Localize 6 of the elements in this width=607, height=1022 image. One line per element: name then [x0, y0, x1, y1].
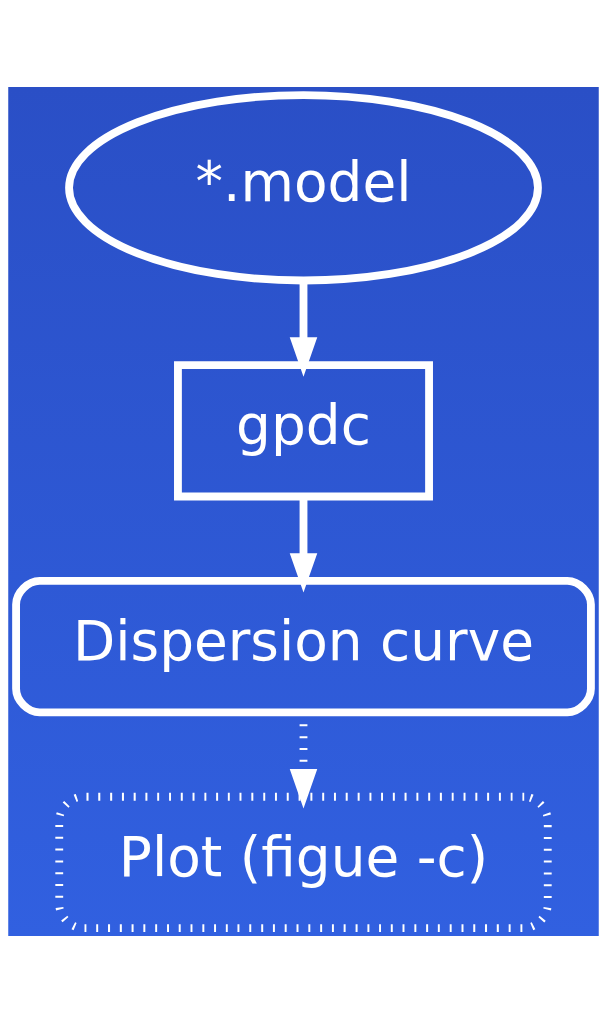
node-box: Dispersion curve	[12, 576, 595, 716]
arrow	[289, 280, 318, 377]
arrow	[289, 496, 318, 593]
node-box: Plot (figue -c)	[55, 792, 552, 932]
node-ellipse: *.model	[65, 90, 542, 284]
node-box: gpdc	[174, 360, 433, 500]
